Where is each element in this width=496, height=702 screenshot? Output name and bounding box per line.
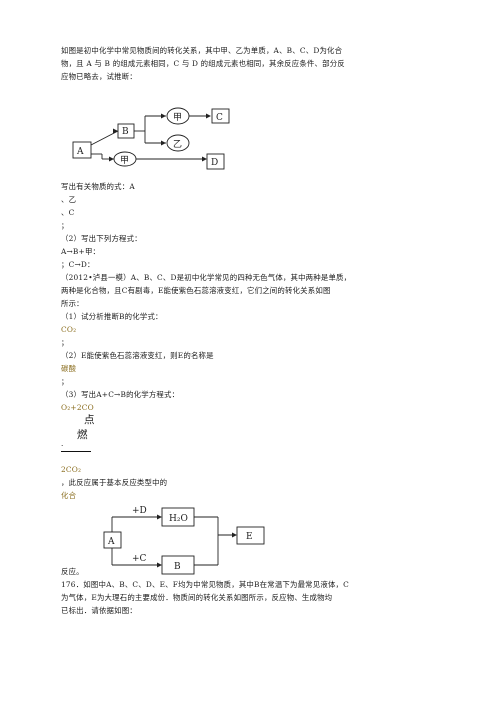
q1-conversion-diagram: A B 甲 乙 C 甲 D xyxy=(72,107,230,170)
q1-intro-line-1: 如图是初中化学中常见物质间的转化关系，其中甲、乙为单质，A、B、C、D为化合 xyxy=(61,46,343,55)
q2-condition-line xyxy=(61,451,91,452)
q2-semicolon-b: ； xyxy=(61,377,69,386)
q2-label-plus-c: +C xyxy=(132,554,147,564)
q1-circle-yi xyxy=(166,134,190,152)
q1-yi-line: 、乙 xyxy=(61,195,77,204)
q3-line-2: 为气体，E为大理石的主要成份．物质间的转化关系如图所示，反应物、生成物均 xyxy=(61,593,333,602)
q2-conversion-diagram: +D H₂O A +C B E xyxy=(103,506,265,575)
q1-c-line: 、C xyxy=(61,208,75,217)
q2-part2: （2）E能使紫色石蕊溶液变红，则E的名称是 xyxy=(61,351,214,360)
q2-label-plus-d: +D xyxy=(132,506,147,516)
q1-intro-line-2: 物，且 A 与 B 的组成元素相同，C 与 D 的组成元素也相同，其余反应条件、… xyxy=(61,59,345,68)
q1-label-jia-2: 甲 xyxy=(120,155,129,166)
q2-semicolon-a: ； xyxy=(61,338,69,347)
q2-part1: （1）试分析推断B的化学式： xyxy=(61,312,163,321)
q2-box-e xyxy=(236,526,265,545)
q2-answer-type: 化合 xyxy=(61,491,77,500)
q1-semicolon: ； xyxy=(61,221,69,230)
q2-end: 反应。 xyxy=(61,567,84,576)
q1-box-d xyxy=(206,153,225,170)
q2-part3: （3）写出A+C→B的化学方程式： xyxy=(61,390,180,399)
q1-part2: （2）写出下列方程式： xyxy=(61,234,142,243)
q1-equation-2: ；C→D： xyxy=(61,260,95,269)
q2-label-a: A xyxy=(107,537,115,547)
q1-label-a: A xyxy=(76,147,84,157)
q1-label-d: D xyxy=(211,158,218,168)
q2-answer-equation: O₂+2CO xyxy=(61,403,94,412)
q2-condition-top: 点 xyxy=(84,414,95,426)
q1-box-c xyxy=(211,108,230,124)
q1-label-b: B xyxy=(122,127,129,137)
q2-label-h2o: H₂O xyxy=(169,514,188,524)
q1-write-formula: 写出有关物质的式：A xyxy=(61,182,135,191)
q2-answer-b: CO₂ xyxy=(61,325,77,334)
q2-intro-line-2: 两种是化合物，且C有剧毒，E能使紫色石蕊溶液变红，它们之间的转化关系如图 xyxy=(61,286,331,295)
q2-answer-product: 2CO₂ xyxy=(61,465,82,474)
q2-condition-bottom: 燃 xyxy=(77,429,88,441)
q1-label-jia: 甲 xyxy=(173,112,182,123)
q2-dot: · xyxy=(61,441,64,450)
q2-intro-line-3: 所示： xyxy=(61,299,84,308)
q1-box-a xyxy=(72,141,92,159)
q2-reaction-type: ，此反应属于基本反应类型中的 xyxy=(61,478,168,487)
q2-answer-e: 碳酸 xyxy=(61,364,77,373)
q3-line-1: 176．如图中A、B、C、D、E、F均为中常见物质，其中B在常温下为最常见液体，… xyxy=(61,580,349,589)
q2-box-a xyxy=(103,531,122,549)
q1-intro-line-3: 应物已略去，试推断： xyxy=(61,72,137,81)
q3-line-3: 已标出．请依据如图： xyxy=(61,606,137,615)
q2-label-e: E xyxy=(246,532,253,542)
q1-label-c: C xyxy=(216,113,223,123)
q2-intro-line-1: （2012•泸县一模）A、B、C、D是初中化学常见的四种无色气体，其中两种是单质… xyxy=(61,273,352,282)
q1-equation-1: A→B+甲： xyxy=(61,247,101,256)
q1-label-yi: 乙 xyxy=(173,139,182,150)
q2-label-b: B xyxy=(174,562,181,572)
